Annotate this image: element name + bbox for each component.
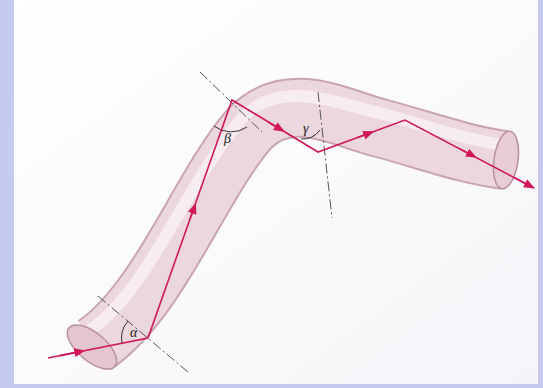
angle-label: α xyxy=(130,326,137,340)
fiber-body xyxy=(95,108,505,345)
fiber-end-left xyxy=(60,317,124,377)
normal-lines xyxy=(98,72,332,372)
light-ray xyxy=(48,100,534,358)
fiber-highlight xyxy=(90,96,505,330)
fiber-outline xyxy=(95,108,505,345)
fiber-end-right xyxy=(490,130,522,191)
white-panel xyxy=(14,0,538,384)
angle-label: γ xyxy=(303,122,309,136)
angle-label: β xyxy=(224,132,231,146)
angle-arcs xyxy=(122,126,320,343)
